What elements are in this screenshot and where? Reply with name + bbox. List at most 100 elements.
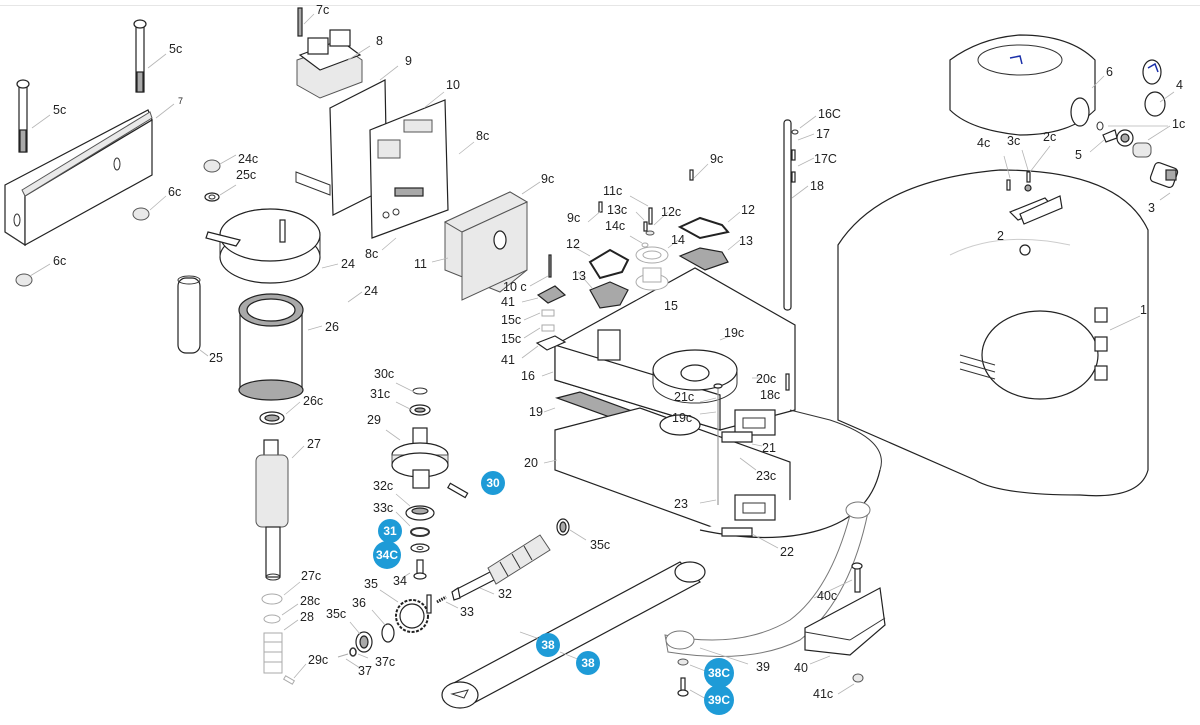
pins-4c-3c-2c [1006, 171, 1032, 192]
worm-shaft-32 [451, 534, 551, 601]
release-rod-18 [783, 119, 799, 311]
label-2c: 2c [1043, 130, 1056, 144]
spring-33 [436, 595, 447, 604]
badge-label: 38 [581, 656, 595, 670]
top-cover-6 [949, 34, 1096, 136]
bracket-40 [804, 587, 886, 656]
hotspot-badge-34c[interactable]: 34C [373, 541, 401, 569]
label-11: 11 [414, 257, 427, 271]
label-13c: 13c [607, 203, 627, 217]
rod-23 [713, 383, 723, 505]
label-2: 2 [997, 229, 1004, 243]
limit-switch-21-upper [734, 409, 776, 436]
nut-41c [852, 673, 864, 683]
hotspot-badge-30[interactable]: 30 [481, 471, 505, 495]
hotspot-badge-39c[interactable]: 39C [704, 685, 734, 715]
label-6c: 6c [53, 254, 66, 268]
label-9c: 9c [541, 172, 554, 186]
rotor-27 [255, 439, 289, 581]
label-19c: 19c [672, 411, 692, 425]
screw-9c-b [689, 169, 694, 181]
label-22: 22 [780, 545, 794, 559]
screw-7c [297, 7, 303, 37]
label-41: 41 [501, 353, 515, 367]
label-28c: 28c [300, 594, 320, 608]
label-29: 29 [367, 413, 381, 427]
plate-41-upper [536, 285, 567, 304]
label-12: 12 [741, 203, 755, 217]
key-3 [1149, 162, 1179, 188]
screw-13c [643, 221, 648, 232]
motor-cap-24 [205, 208, 321, 284]
housing-plate-16 [554, 267, 796, 431]
plate-41-lower [535, 335, 567, 351]
switch-15c-a [541, 309, 555, 317]
washer-24c [203, 159, 221, 173]
seal-35c [355, 631, 373, 653]
label-13: 13 [572, 269, 586, 283]
screw-10c [548, 254, 552, 278]
bearing-26c [259, 411, 285, 425]
pin-30 [447, 482, 469, 499]
badge-label: 31 [383, 524, 397, 538]
hotspot-badge-38c[interactable]: 38C [704, 658, 734, 688]
hotspot-badge-31[interactable]: 31 [378, 519, 402, 543]
label-10: 10 [446, 78, 460, 92]
label-25: 25 [209, 351, 223, 365]
label-29c: 29c [308, 653, 328, 667]
label-12: 12 [566, 237, 580, 251]
label-30c: 30c [374, 367, 394, 381]
pin-35-key [426, 594, 432, 614]
label-5c: 5c [169, 42, 182, 56]
bearing-27c [261, 593, 283, 605]
label-24: 24 [341, 257, 355, 271]
badge-label: 38 [541, 638, 555, 652]
control-board-10 [369, 99, 449, 239]
label-17C: 17C [814, 152, 837, 166]
hotspot-badge-38-b[interactable]: 38 [576, 651, 600, 675]
label-24c: 24c [238, 152, 258, 166]
screw-34 [413, 559, 427, 580]
label-23c: 23c [756, 469, 776, 483]
label-6: 6 [1106, 65, 1113, 79]
bolt-5c-left [16, 79, 30, 153]
label-10c: 10 c [503, 280, 527, 294]
label-33: 33 [460, 605, 474, 619]
ring-30c [412, 387, 428, 395]
label-32: 32 [498, 587, 512, 601]
oring-33c [410, 527, 430, 537]
hotspot-badge-38-a[interactable]: 38 [536, 633, 560, 657]
label-20c: 20c [756, 372, 776, 386]
label-23: 23 [674, 497, 688, 511]
cover-13-left [589, 281, 629, 309]
badge-label: 39C [708, 693, 730, 707]
label-35c: 35c [326, 607, 346, 621]
label-13: 13 [739, 234, 753, 248]
ring-37c [349, 647, 357, 657]
badge-label: 34C [376, 548, 398, 562]
gasket-12-right [677, 216, 730, 240]
label-19c: 19c [724, 326, 744, 340]
label-33c: 33c [373, 501, 393, 515]
washer-38c [677, 658, 689, 666]
label-5c: 5c [53, 103, 66, 117]
release-lever-2 [1019, 195, 1063, 225]
transformer-8 [296, 29, 363, 99]
lock-parts-1c [1096, 121, 1152, 158]
base-20 [554, 407, 882, 539]
label-4c: 4c [977, 136, 990, 150]
part-labels: 5c 5c 7 6c 6c 24c 25c 7c 8 9 10 8c 8c 9c… [53, 3, 1185, 701]
bearing-32c [405, 505, 435, 521]
screw-9c-a [598, 201, 603, 213]
label-14: 14 [671, 233, 685, 247]
label-1: 1 [1140, 303, 1147, 317]
label-18c: 18c [760, 388, 780, 402]
screw-39c [677, 677, 689, 697]
label-8c: 8c [365, 247, 378, 261]
label-36: 36 [352, 596, 366, 610]
key-holder-4 [1142, 59, 1166, 117]
label-37c: 37c [375, 655, 395, 669]
curved-arm-39 [664, 501, 871, 657]
nut-6c-b [15, 273, 33, 287]
label-5: 5 [1075, 148, 1082, 162]
